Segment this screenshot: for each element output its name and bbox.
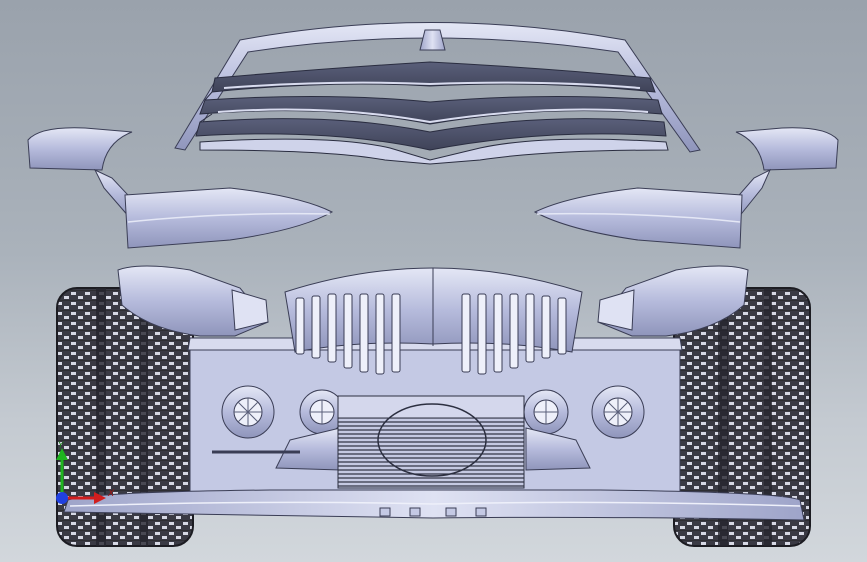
coordinate-triad: Y X [56, 441, 115, 504]
right-fender-part[interactable] [533, 187, 743, 249]
z-axis-dot [56, 492, 68, 504]
right-mirror-part[interactable] [725, 127, 839, 219]
x-axis-arrowhead [94, 492, 106, 504]
radiator-grille-part[interactable] [212, 395, 591, 489]
y-axis-arrowhead [56, 448, 68, 460]
x-axis-label: X [107, 489, 115, 499]
right-grille-vents [461, 293, 567, 375]
headlamps[interactable] [221, 385, 645, 439]
windshield-frame-part[interactable] [174, 22, 701, 165]
left-fender-part[interactable] [124, 187, 334, 249]
front-bumper-part[interactable] [63, 489, 805, 521]
left-grille-vents [295, 293, 401, 375]
left-front-fender-part[interactable] [117, 265, 269, 337]
rearview-mount [419, 29, 446, 51]
left-mirror-part[interactable] [27, 127, 143, 219]
y-axis-label: Y [58, 441, 65, 451]
windshield-slats [195, 61, 669, 165]
right-front-fender-part[interactable] [597, 265, 749, 337]
hood-grille-part[interactable] [284, 267, 583, 375]
